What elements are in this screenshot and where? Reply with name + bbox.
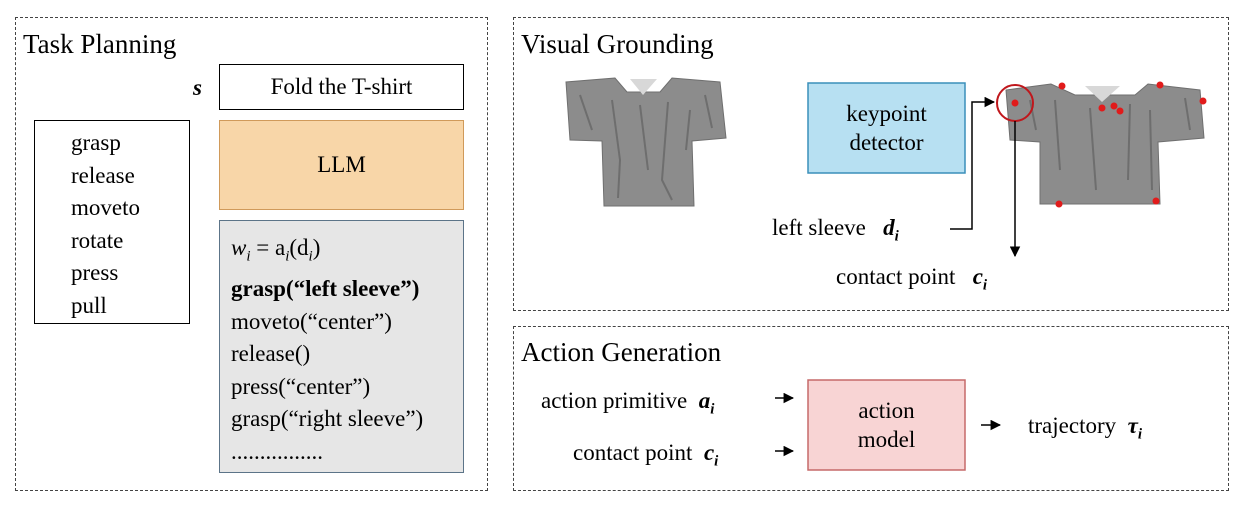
primitive-item: press	[71, 260, 119, 285]
keypoint-dot	[1098, 104, 1106, 112]
keypoint-dot	[1055, 200, 1063, 208]
primitive-item: release	[71, 162, 135, 188]
primitive-item: moveto	[71, 195, 140, 220]
keypoint-dot	[1011, 99, 1019, 107]
keypoint-dot	[1058, 82, 1066, 90]
action-model-box	[807, 379, 966, 471]
primitive-list-box: grasp release moveto rotate press pull	[34, 120, 190, 324]
tshirt-keypoints-image	[1005, 83, 1205, 205]
keypoint-dot	[1116, 107, 1124, 115]
plan-step: release()	[231, 341, 311, 367]
plan-step: ................	[231, 438, 323, 464]
primitive-item: pull	[71, 292, 107, 318]
action-primitive-label: action primitive ai	[541, 388, 715, 418]
plan-formula: wi = ai(di)	[231, 235, 321, 265]
plan-step: grasp(“right sleeve”)	[231, 406, 424, 432]
keypoint-dot	[1110, 102, 1118, 110]
tshirt-input-image	[565, 77, 727, 207]
action-model-label: action model	[857, 398, 916, 452]
task-planning-title: Task Planning	[23, 29, 177, 59]
keypoint-dot	[1156, 81, 1164, 89]
plan-step: moveto(“center”)	[231, 308, 392, 334]
primitive-item: rotate	[71, 227, 124, 253]
plan-box: wi = ai(di) grasp(“left sleeve”) moveto(…	[219, 220, 464, 473]
task-planning-panel	[15, 17, 488, 491]
llm-box: LLM	[219, 120, 464, 210]
primitive-item: grasp	[71, 130, 121, 155]
keypoint-dot	[1152, 197, 1160, 205]
instruction-box: Fold the T-shirt	[219, 64, 464, 110]
visual-grounding-title: Visual Grounding	[521, 29, 714, 59]
trajectory-label: trajectory τi	[1028, 413, 1143, 443]
action-generation-title: Action Generation	[521, 337, 722, 367]
plan-step: press(“center”)	[231, 373, 371, 399]
keypoint-detector-box	[807, 82, 966, 174]
plan-step: grasp(“left sleeve”)	[231, 276, 420, 302]
action-generation-panel	[513, 326, 1229, 491]
action-contact-label: contact point ci	[573, 440, 719, 470]
visual-grounding-panel	[513, 17, 1229, 311]
keypoint-markers	[1011, 81, 1207, 208]
instruction-symbol: s	[193, 75, 202, 100]
keypoint-detector-label: keypoint detector	[846, 101, 927, 155]
grounding-contact-label: contact point ci	[836, 264, 988, 294]
keypoint-dot	[1199, 97, 1207, 105]
query-to-keypoint-arrow	[950, 96, 996, 230]
instruction-text: Fold the T-shirt	[270, 74, 413, 99]
query-label: left sleeve di	[772, 215, 899, 245]
llm-label: LLM	[317, 152, 366, 177]
